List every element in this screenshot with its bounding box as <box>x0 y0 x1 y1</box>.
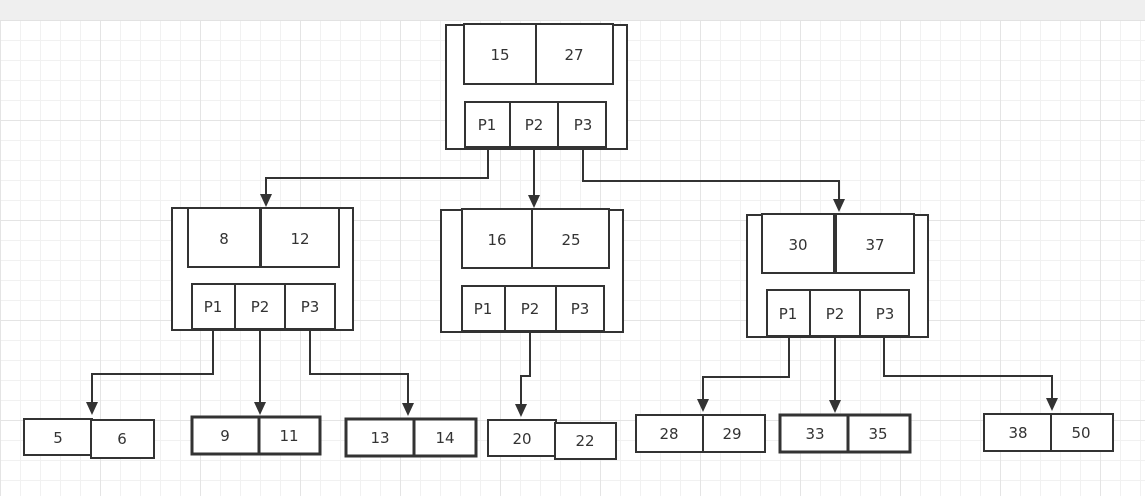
key-cell <box>412 417 478 458</box>
key-text: 28 <box>659 425 678 443</box>
key-text: 15 <box>490 46 509 64</box>
key-cell <box>554 422 617 460</box>
pointer-cell <box>464 101 511 148</box>
key-cell <box>702 414 766 453</box>
leaf-28-29: 28 29 <box>635 414 766 453</box>
key-cell <box>461 208 533 269</box>
pointer-cell <box>461 285 506 332</box>
edge-node-30-37-p1-to-leaf-28-29 <box>702 337 790 401</box>
pointer-label: P3 <box>301 298 320 316</box>
leaf-33-35: 33 35 <box>778 413 912 454</box>
key-cell <box>535 23 614 85</box>
key-cell <box>23 418 93 456</box>
key-text: 16 <box>487 231 506 249</box>
pointer-label: P1 <box>204 298 223 316</box>
edge-root-p3-to-node-30-37 <box>582 148 840 201</box>
pointer-cell <box>191 283 236 330</box>
pointer-cell <box>555 285 605 332</box>
arrowhead <box>1046 398 1058 411</box>
arrowhead <box>86 402 98 415</box>
pointer-cell <box>509 101 559 148</box>
pointer-label: P1 <box>779 305 798 323</box>
pointer-label: P2 <box>251 298 270 316</box>
key-text: 27 <box>564 46 583 64</box>
toolbar-strip <box>0 0 1145 21</box>
leaf-20-22: 20 22 <box>487 419 617 460</box>
key-text: 22 <box>575 432 594 450</box>
key-cell <box>90 419 155 459</box>
key-text: 50 <box>1071 424 1090 442</box>
leaf-13-14: 13 14 <box>344 417 478 458</box>
edge-node-30-37-p3-to-leaf-38-50 <box>883 337 1053 400</box>
pointer-cell <box>859 289 910 337</box>
key-cell <box>257 415 322 456</box>
pointer-label: P1 <box>474 300 493 318</box>
root-node: 15 27 P1 P2 P3 <box>445 23 628 150</box>
edge-node-8-12-p1-to-leaf-5-6 <box>91 330 214 404</box>
pointer-label: P2 <box>521 300 540 318</box>
pointer-label: P2 <box>525 116 544 134</box>
pointer-cell <box>504 285 557 332</box>
pointer-label: P3 <box>571 300 590 318</box>
arrowhead <box>515 404 527 417</box>
key-text: 13 <box>370 429 389 447</box>
key-text: 25 <box>561 231 580 249</box>
key-cell <box>846 413 912 454</box>
pointer-cell <box>284 283 336 330</box>
key-cell <box>187 207 261 268</box>
edge-node-16-25-p2-to-leaf-20-22 <box>520 332 531 406</box>
leaf-5-6: 5 6 <box>23 418 155 459</box>
key-text: 12 <box>290 230 309 248</box>
key-text: 38 <box>1008 424 1027 442</box>
key-text: 14 <box>435 429 454 447</box>
arrowhead <box>829 400 841 413</box>
leaf-9-11: 9 11 <box>190 415 322 456</box>
key-text: 8 <box>219 230 229 248</box>
pointer-label: P1 <box>478 116 497 134</box>
edge-root-p1-to-node-8-12 <box>265 148 489 196</box>
arrowhead <box>254 402 266 415</box>
edge-node-8-12-p3-to-leaf-13-14 <box>309 330 409 405</box>
key-cell <box>260 207 340 268</box>
key-cell <box>190 415 261 456</box>
internal-node-30-37: 30 37 P1 P2 P3 <box>746 213 929 338</box>
key-text: 37 <box>865 236 884 254</box>
edges <box>86 148 1058 417</box>
key-cell <box>835 213 915 274</box>
arrowhead <box>697 399 709 412</box>
key-text: 6 <box>117 430 127 448</box>
key-text: 29 <box>722 425 741 443</box>
key-cell <box>1050 413 1114 452</box>
arrowhead <box>528 195 540 208</box>
key-text: 9 <box>220 427 230 445</box>
internal-node-8-12: 8 12 P1 P2 P3 <box>171 207 354 331</box>
pointer-label: P2 <box>826 305 845 323</box>
key-text: 20 <box>512 430 531 448</box>
arrowhead <box>833 199 845 212</box>
pointer-cell <box>557 101 607 148</box>
pointer-cell <box>234 283 286 330</box>
key-text: 5 <box>53 429 63 447</box>
arrowhead <box>402 403 414 416</box>
key-text: 30 <box>788 236 807 254</box>
leaf-38-50: 38 50 <box>983 413 1114 452</box>
pointer-label: P3 <box>876 305 895 323</box>
internal-node-16-25: 16 25 P1 P2 P3 <box>440 208 624 333</box>
pointer-label: P3 <box>574 116 593 134</box>
key-cell <box>463 23 537 85</box>
key-text: 35 <box>868 425 887 443</box>
arrowhead <box>260 194 272 207</box>
key-text: 33 <box>805 425 824 443</box>
key-cell <box>635 414 704 453</box>
key-cell <box>531 208 610 269</box>
key-text: 11 <box>279 427 298 445</box>
key-cell <box>761 213 835 274</box>
